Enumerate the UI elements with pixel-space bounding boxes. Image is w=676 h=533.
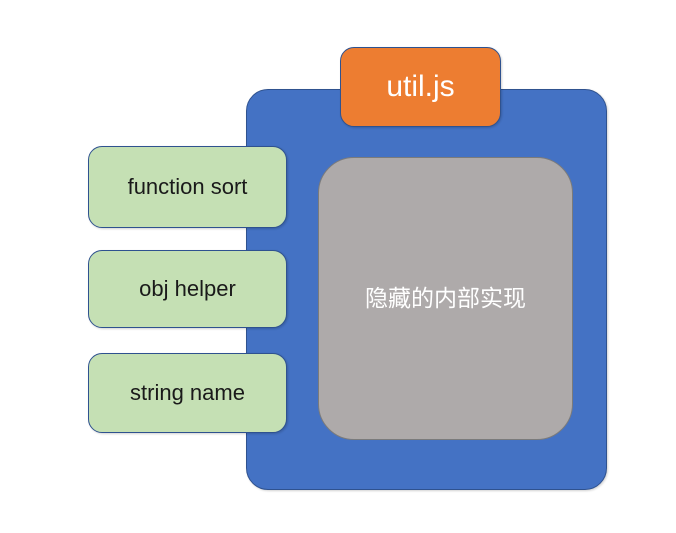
export-item-shape[interactable]: string name <box>88 353 287 433</box>
export-item-label: function sort <box>127 173 248 199</box>
export-item-shape[interactable]: obj helper <box>88 250 287 328</box>
private-implementation-shape[interactable]: 隐藏的内部实现 <box>318 157 573 440</box>
export-item-label: string name <box>130 379 245 405</box>
module-title-label: util.js <box>386 70 455 103</box>
export-item-label: obj helper <box>139 275 236 301</box>
module-title-shape[interactable]: util.js <box>340 47 501 127</box>
private-implementation-label: 隐藏的内部实现 <box>365 284 526 311</box>
export-item-shape[interactable]: function sort <box>88 146 287 228</box>
